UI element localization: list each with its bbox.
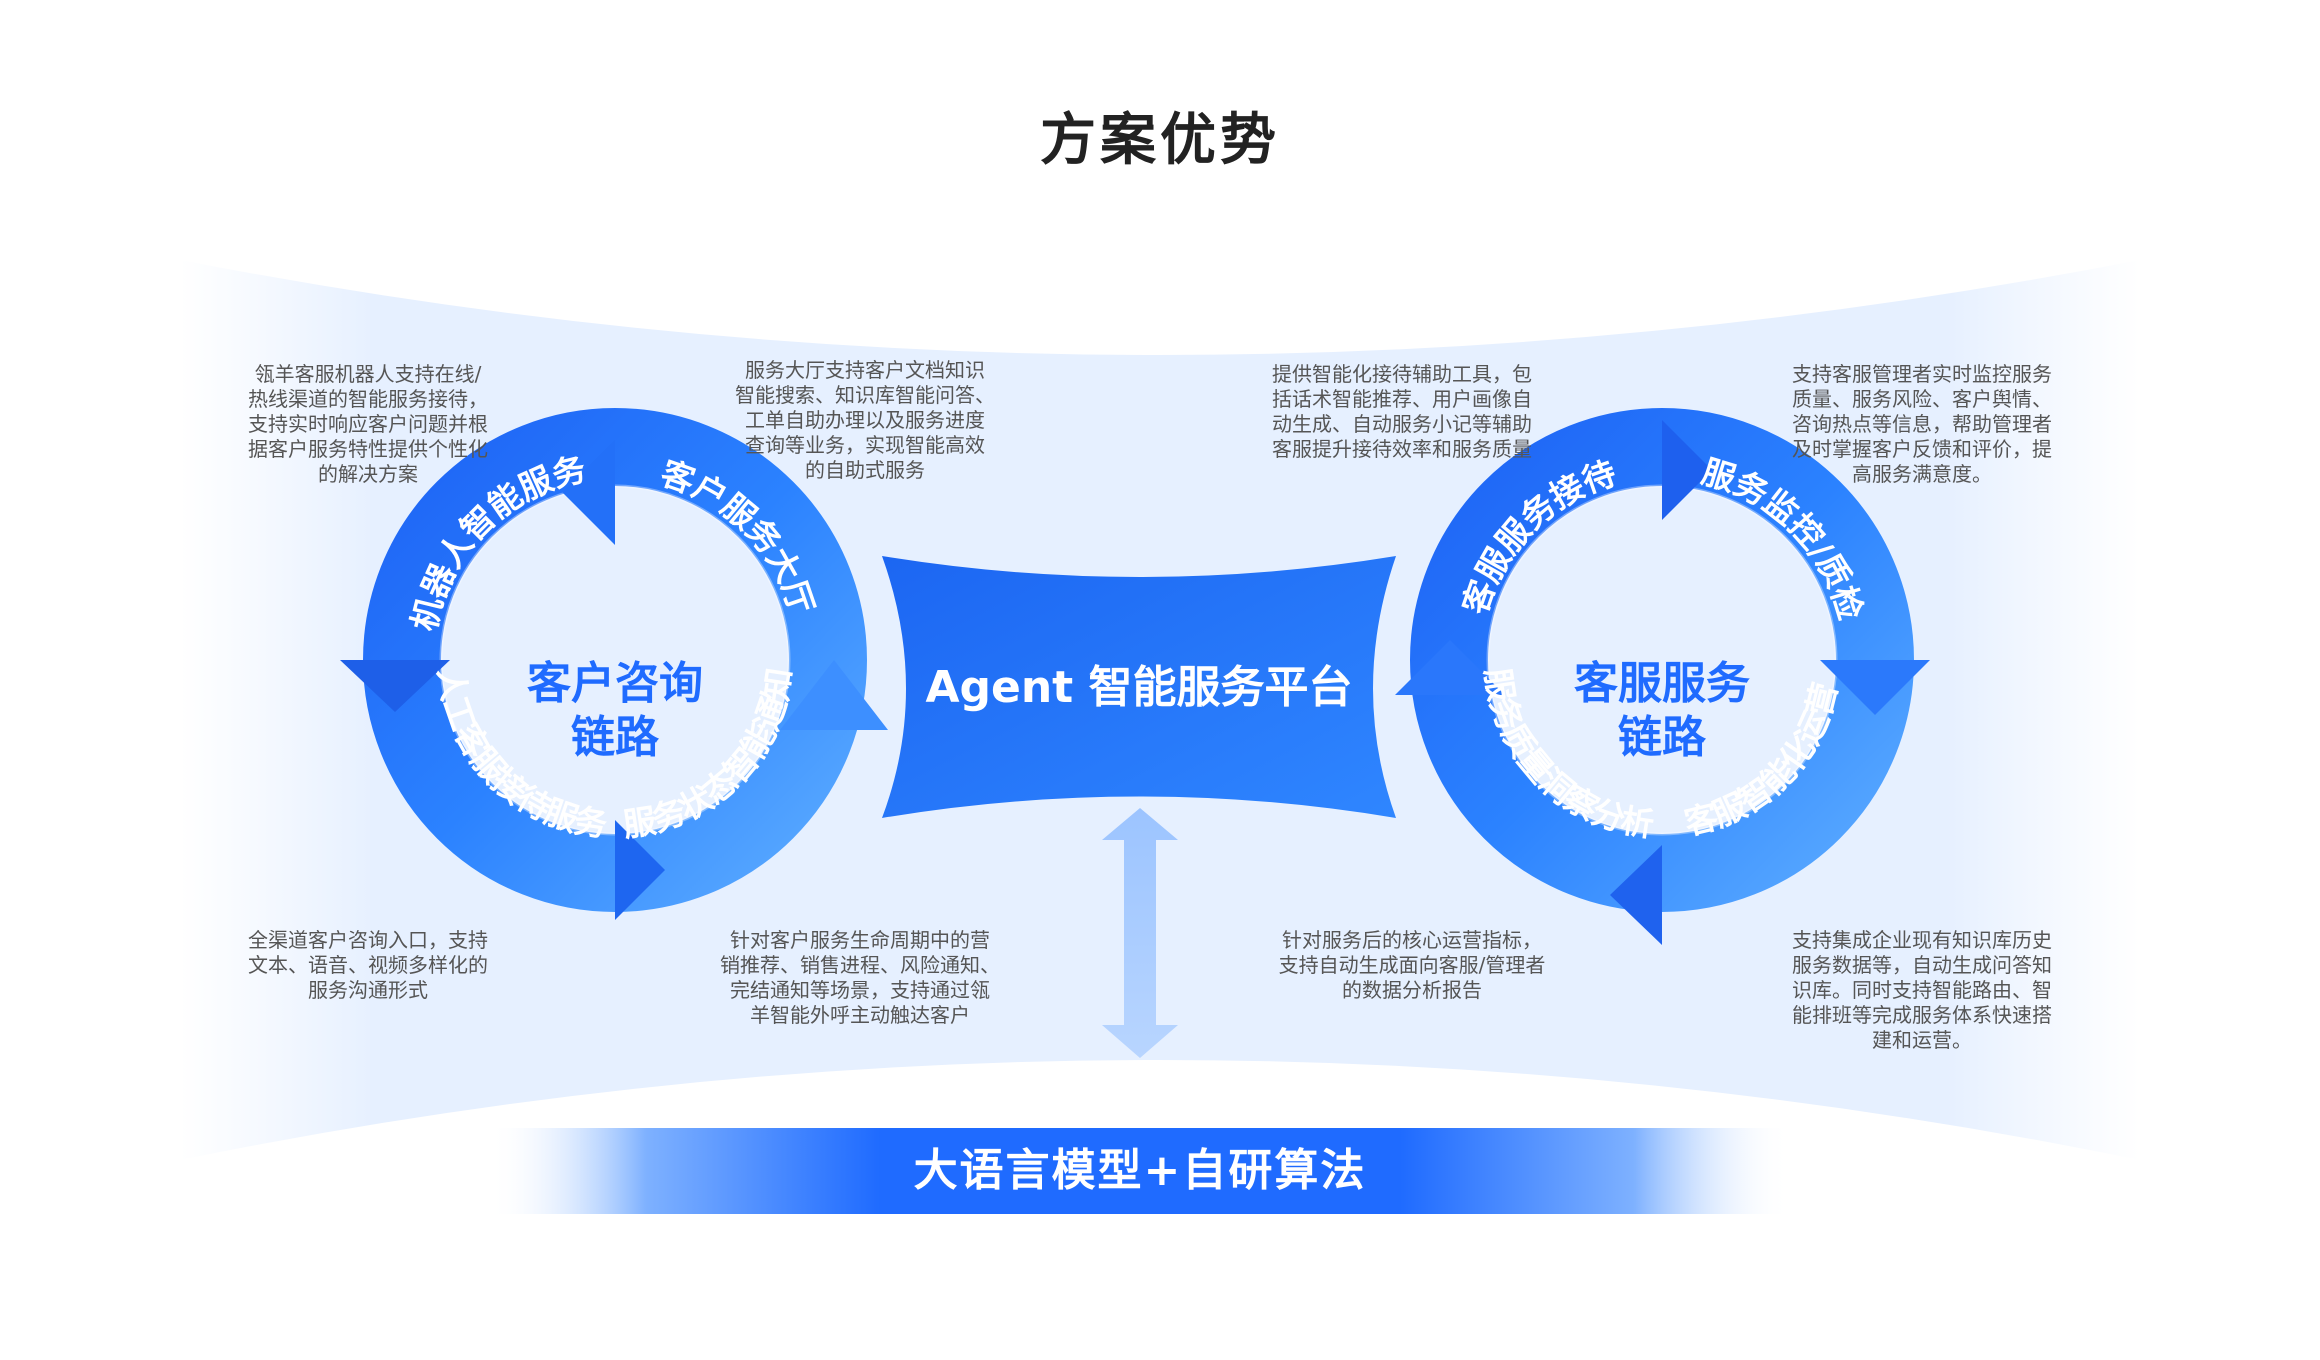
left-arrowhead-1 [340, 660, 450, 712]
foundation-bar [490, 1128, 1790, 1214]
platform-label: Agent 智能服务平台 [925, 662, 1352, 713]
desc-operation: 支持集成企业现有知识库历史 服务数据等，自动生成问答知 识库。同时支持智能路由、… [1792, 928, 2052, 1052]
platform-shape [882, 556, 1396, 818]
foundation-label: 大语言模型+自研算法 [913, 1145, 1367, 1196]
desc-insight: 针对服务后的核心运营指标， 支持自动生成面向客服/管理者 的数据分析报告 [1278, 928, 1546, 1002]
right-arrowhead-1 [1662, 420, 1712, 520]
desc-reception: 提供智能化接待辅助工具，包 括话术智能推荐、用户画像自 动生成、自动服务小记等辅… [1272, 362, 1532, 461]
left-center-line1: 客户咨询 [527, 658, 703, 709]
right-center-line2: 链路 [1618, 712, 1707, 763]
desc-monitor: 支持客服管理者实时监控服务 质量、服务风险、客户舆情、 咨询热点等信息，帮助管理… [1792, 362, 2052, 486]
right-arrowhead-4 [1395, 640, 1505, 695]
page-title: 方案优势 [1040, 108, 1280, 173]
left-arrowhead-4 [615, 820, 665, 920]
desc-hall: 服务大厅支持客户文档知识 智能搜索、知识库智能问答、 工单自助办理以及服务进度 … [735, 358, 995, 482]
desc-manual: 全渠道客户咨询入口，支持 文本、语音、视频多样化的 服务沟通形式 [248, 928, 488, 1002]
left-center-line2: 链路 [571, 712, 660, 763]
right-arrowhead-3 [1610, 845, 1662, 945]
right-center-line1: 客服服务 [1574, 658, 1750, 709]
right-arrowhead-2 [1820, 660, 1930, 715]
double-arrow-icon [1102, 808, 1178, 1058]
desc-notify: 针对客户服务生命周期中的营 销推荐、销售进程、风险通知、 完结通知等场景，支持通… [720, 928, 1000, 1027]
left-arrowhead-2 [562, 440, 615, 545]
left-arrowhead-3 [780, 660, 888, 730]
desc-robot: 瓴羊客服机器人支持在线/ 热线渠道的智能服务接待， 支持实时响应客户问题并根 据… [248, 362, 488, 486]
